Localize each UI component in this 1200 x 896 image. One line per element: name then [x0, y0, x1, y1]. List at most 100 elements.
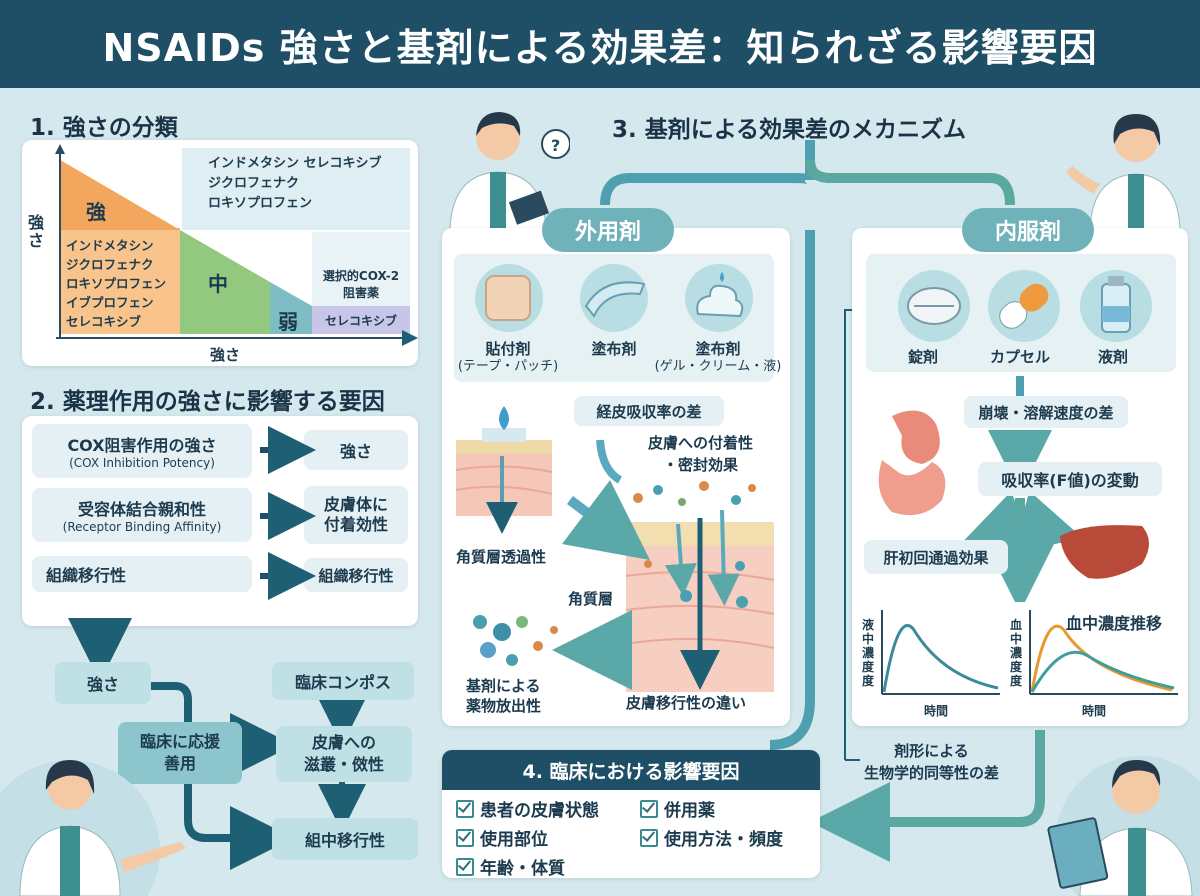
chart1-ylabel: 液 中 濃 度 度 — [862, 618, 874, 688]
svg-text:?: ? — [551, 136, 560, 155]
selective-label-line: 阻害薬 — [342, 286, 379, 300]
ylabel-char: 度 — [1010, 674, 1023, 688]
flow-skin-spread: 皮膚への 滋叢・傚性 — [276, 726, 412, 782]
disintegration-label: 崩壊・溶解速度の差 — [964, 396, 1128, 428]
clinical-factor-label: 使用方法・頻度 — [664, 830, 783, 850]
ylabel-char: 濃 — [862, 646, 875, 660]
stomach-icon — [892, 410, 940, 464]
flow-clinical-compose: 臨床コンポス — [272, 662, 414, 700]
release-label: 基剤による 薬物放出性 — [466, 676, 541, 716]
weak-drug: セレコキシブ — [324, 314, 397, 328]
form-sub: (テープ・パッチ) — [457, 359, 559, 374]
clinical-factor-item: 併用薬 — [640, 796, 783, 821]
ylabel-char: 血 — [1010, 618, 1023, 632]
form-name: 塗布剤 — [695, 340, 741, 358]
form-capsule: カプセル — [990, 348, 1051, 366]
absorption-f-label: 吸収率(F値)の変動 — [978, 462, 1162, 496]
bioequivalence-label: 剤形による 生物学的同等性の差 — [864, 740, 999, 784]
factor-label: 受容体結合親和性 — [77, 500, 206, 519]
flow-strength: 強さ — [55, 662, 151, 704]
clinical-factors-right: 併用薬 使用方法・頻度 — [640, 796, 783, 850]
result-label: 皮膚体に — [323, 495, 388, 514]
external-forms-icons — [475, 264, 753, 332]
form-name: 貼付剤 — [485, 340, 531, 358]
factor-tissue-transfer: 組織移行性 — [32, 556, 252, 592]
internal-header: 内服剤 — [962, 208, 1094, 252]
result-label: 強さ — [339, 442, 372, 461]
doctor-male-thinking-illustration: ? — [449, 112, 570, 230]
capsule-icon — [999, 283, 1049, 329]
first-pass-label: 肝初回通過効果 — [864, 540, 1008, 574]
y-axis-label: 強さ — [28, 213, 45, 250]
selective-cox2-label: 選択的COX-2 阻害薬 — [312, 268, 410, 302]
strong-drug-area — [182, 148, 410, 230]
adhesion-label: 皮膚への付着性 ・密封効果 — [648, 432, 753, 476]
flow-label: 臨床に応援 — [139, 732, 220, 751]
cream-icon — [696, 284, 744, 318]
blood-conc-title: 血中濃度推移 — [1066, 614, 1163, 633]
result-label: 組織移行性 — [318, 566, 394, 585]
external-header: 外用剤 — [542, 208, 674, 252]
clinical-factor-item: 使用方法・頻度 — [640, 825, 783, 850]
bioequivalence-line: 剤形による — [894, 742, 969, 760]
section2-title: 2. 薬理作用の強さに影響する要因 — [30, 389, 385, 415]
blood-conc-curve-orange — [1030, 624, 1173, 693]
tube-icon — [584, 281, 646, 318]
drug-item: ジクロフェナク — [66, 257, 154, 272]
strength-chart — [55, 144, 418, 346]
form-tablet: 錠剤 — [908, 348, 939, 366]
section4-header: 4. 臨床における影響要因 — [442, 750, 820, 790]
mid-region — [180, 230, 270, 334]
internal-forms-icons — [898, 270, 1152, 342]
flow-label: 皮膚への — [311, 733, 376, 752]
ylabel-char: 液 — [862, 618, 875, 632]
checkbox-icon — [640, 828, 658, 847]
flow-clinical-support: 臨床に応援 善用 — [118, 722, 242, 784]
chart1-xlabel: 時間 — [924, 704, 949, 718]
clinical-factors-panel: 4. 臨床における影響要因 患者の皮膚状態 使用部位 年齢・体質 併用薬 使用方… — [442, 750, 820, 879]
clipboard-icon — [1047, 817, 1109, 889]
intestine-icon — [878, 460, 946, 516]
section3-title: 3. 基剤による効果差のメカニズム — [612, 117, 967, 143]
flow-tissue-transfer: 組中移行性 — [272, 818, 418, 860]
factor-cox-inhibition: COX阻害作用の強さ (COX Inhibition Potency) — [32, 424, 252, 478]
level-strong: 強 — [86, 200, 106, 224]
liquid-conc-curve — [882, 623, 999, 693]
liver-icon — [1060, 525, 1149, 579]
clinical-factor-label: 年齢・体質 — [480, 859, 565, 879]
chart2-ylabel: 血 中 濃 度 度 — [1010, 618, 1022, 688]
strength-classification-panel: 強さ 強さ 強 中 弱 インドメタシン セレコキシブ ジクロフェナク ロキソプロ… — [22, 140, 418, 366]
drug-item: セレコキシブ — [66, 314, 142, 329]
checkbox-icon — [456, 857, 474, 876]
section4-title: 4. 臨床における影響要因 — [522, 760, 740, 783]
form-gel: 塗布剤 (ゲル・クリーム・液) — [646, 340, 790, 376]
factor-sublabel: (COX Inhibition Potency) — [69, 456, 215, 470]
form-name: 塗布剤 — [591, 340, 637, 358]
level-mid: 中 — [208, 272, 228, 296]
factor-label: 組織移行性 — [46, 566, 127, 585]
form-liquid: 液剤 — [1098, 348, 1129, 366]
weak-drug-area — [312, 306, 410, 334]
form-ointment: 塗布剤 — [560, 340, 668, 358]
drug-item: ジクロフェナク — [208, 176, 300, 191]
result-skin-adhesion: 皮膚体に 付着効性 — [304, 486, 408, 544]
checkbox-icon — [456, 828, 474, 847]
clinical-factor-item: 使用部位 — [456, 825, 599, 850]
absorption-rate-label: 経皮吸収率の差 — [574, 396, 724, 426]
level-weak: 弱 — [278, 310, 298, 334]
form-sub: (ゲル・クリーム・液) — [654, 359, 782, 374]
page-title: NSAIDs 強さと基剤による効果差：知られざる影響要因 — [102, 25, 1098, 70]
top-right-drug-list: インドメタシン セレコキシブ ジクロフェナク ロキソプロフェン — [208, 154, 382, 214]
form-patch: 貼付剤 (テープ・パッチ) — [454, 340, 562, 376]
chart2-xlabel: 時間 — [1082, 704, 1107, 718]
result-strength: 強さ — [304, 430, 408, 470]
drug-item: イブプロフェン — [66, 295, 154, 310]
selective-label-line: 選択的COX-2 — [322, 269, 400, 283]
drug-item: ロキソプロフェン — [66, 276, 167, 291]
result-tissue-transfer: 組織移行性 — [304, 558, 408, 592]
clinical-factor-label: 併用薬 — [664, 801, 715, 821]
checkbox-icon — [456, 799, 474, 818]
internal-flow-diagram — [878, 376, 1149, 602]
clinical-factor-item: 年齢・体質 — [456, 854, 599, 879]
ylabel-char: 度 — [862, 674, 875, 688]
